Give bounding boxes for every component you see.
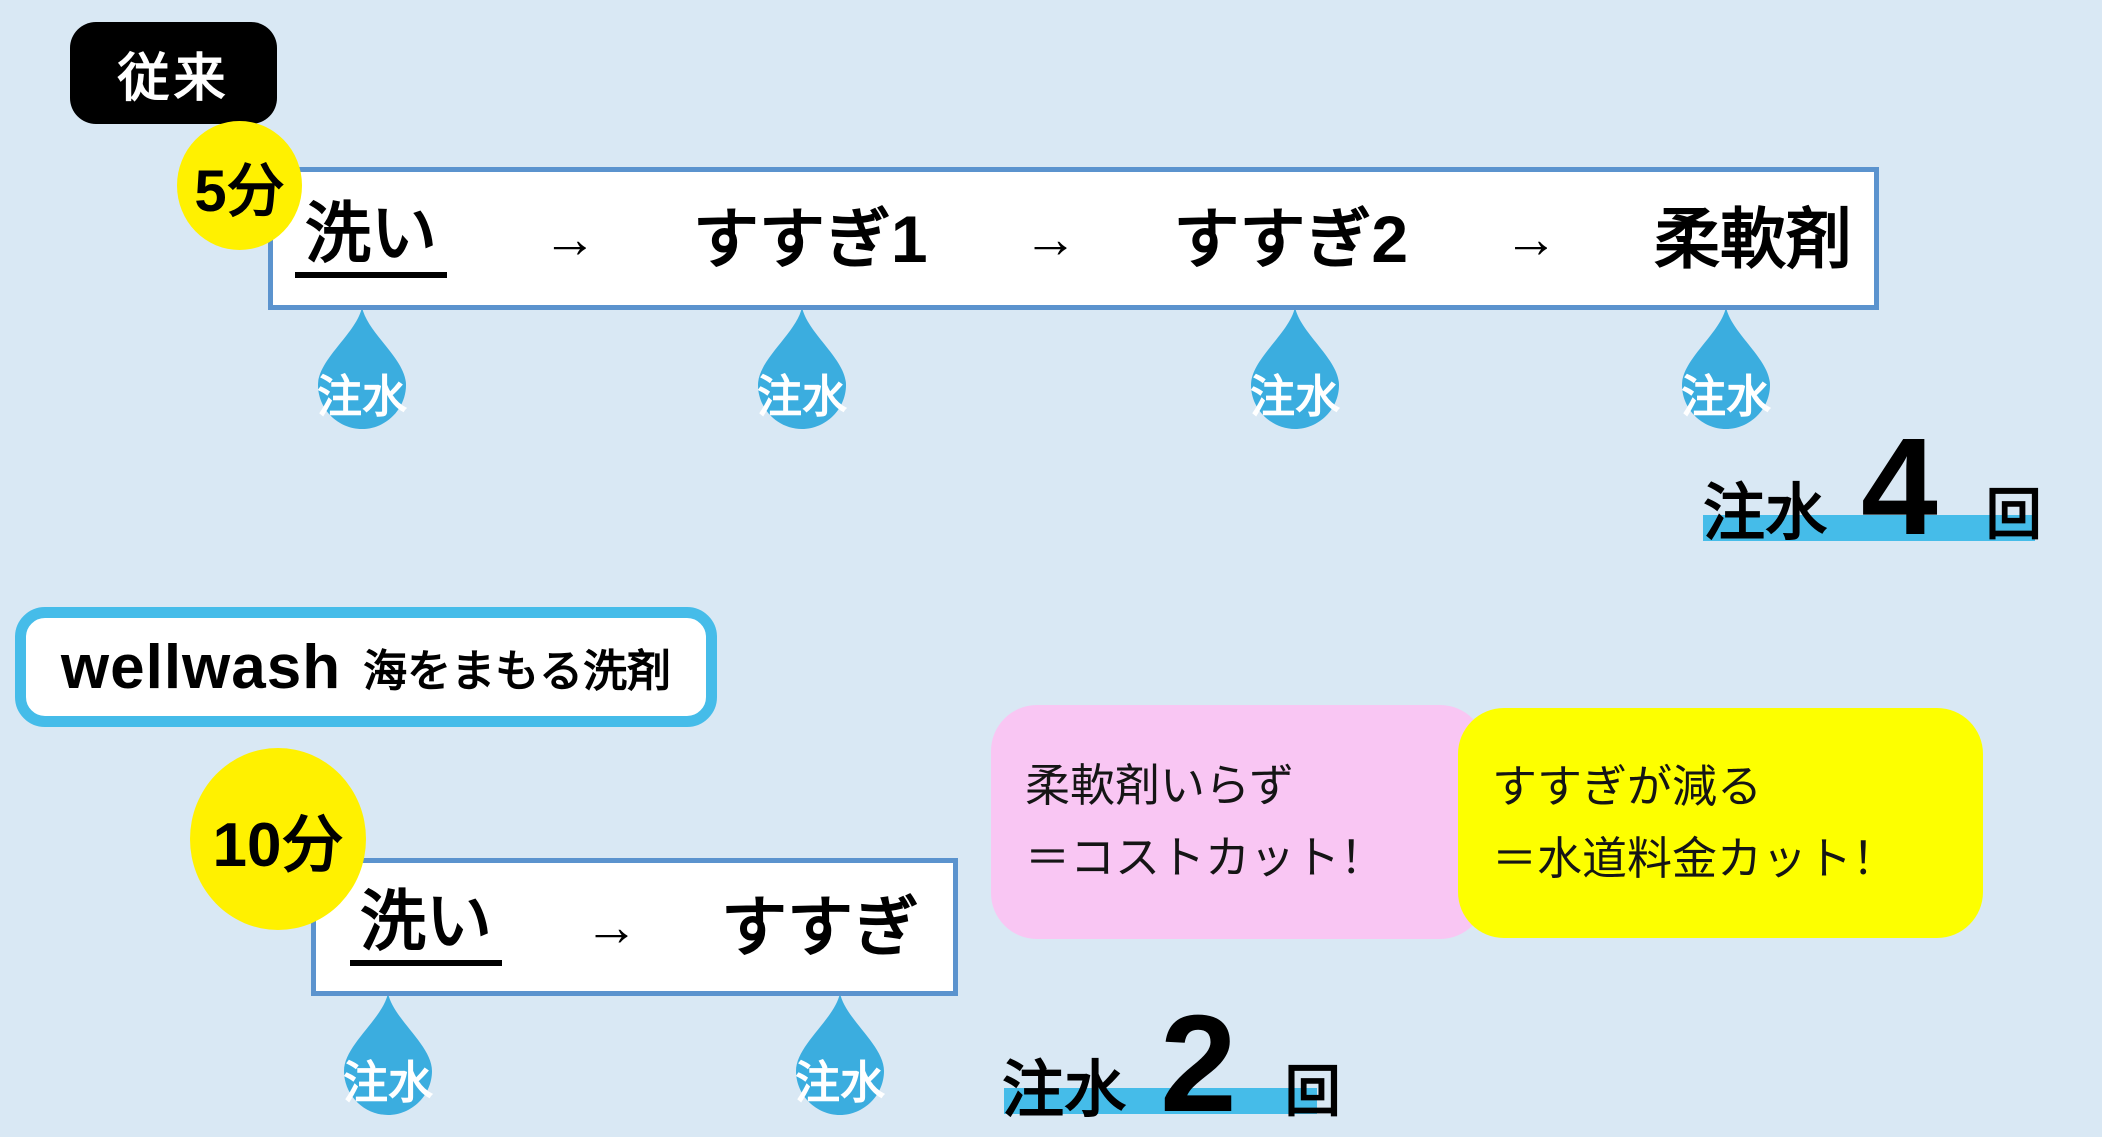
- water-drop: 注水: [316, 307, 408, 429]
- step-rinse-2: すすぎ2: [1173, 201, 1409, 276]
- step-wash: 洗い: [295, 200, 447, 278]
- water-drop-label: 注水: [342, 1057, 434, 1108]
- note-line: 柔軟剤いらず: [1025, 760, 1295, 811]
- step-rinse: すすぎ: [721, 890, 919, 964]
- conventional-process-box: 洗い → すすぎ1 → すすぎ2 → 柔軟剤: [268, 167, 1879, 310]
- arrow-icon: →: [1023, 208, 1078, 269]
- water-drop-icon: [758, 307, 846, 429]
- arrow-icon: →: [584, 897, 639, 957]
- wellwash-duration-badge: 10分: [190, 748, 366, 930]
- water-drop-label: 注水: [1680, 371, 1772, 422]
- brand-tagline: 海をまもる洗剤: [363, 647, 672, 696]
- wellwash-brand-badge: wellwash 海をまもる洗剤: [15, 607, 717, 727]
- water-drop: 注水: [342, 993, 434, 1115]
- brand-name: wellwash: [60, 632, 342, 702]
- water-drop-label: 注水: [794, 1057, 886, 1108]
- count-prefix: 注水: [1002, 1056, 1127, 1125]
- water-count-conventional: 注水 4 回: [1703, 418, 2042, 556]
- water-drop-icon: [344, 993, 432, 1115]
- water-drop-icon: [1682, 307, 1770, 429]
- note-line: すすぎが減る: [1492, 761, 1763, 812]
- note-line: ＝コストカット！: [1025, 832, 1386, 883]
- count-number: 4: [1861, 410, 1938, 564]
- water-drop-icon: [1251, 307, 1339, 429]
- water-drop-label: 注水: [1249, 371, 1341, 422]
- arrow-icon: →: [1504, 208, 1559, 269]
- count-unit: 回: [1985, 483, 2042, 546]
- count-highlight-bar: [1004, 1088, 1317, 1114]
- step-rinse-1: すすぎ1: [692, 201, 928, 276]
- water-drop-label: 注水: [756, 371, 848, 422]
- water-drop: 注水: [794, 993, 886, 1115]
- wellwash-process-box: 洗い → すすぎ: [311, 858, 958, 996]
- water-drop: 注水: [756, 307, 848, 429]
- water-drop-label: 注水: [316, 371, 408, 422]
- count-unit: 回: [1284, 1060, 1341, 1123]
- water-drop-icon: [796, 993, 884, 1115]
- note-water-bill-cut: すすぎが減る ＝水道料金カット！: [1458, 708, 1983, 938]
- conventional-label-badge: 従来: [70, 22, 277, 124]
- arrow-icon: →: [542, 208, 597, 269]
- count-number: 2: [1160, 987, 1237, 1137]
- step-softener: 柔軟剤: [1653, 201, 1852, 276]
- note-cost-cut: 柔軟剤いらず ＝コストカット！: [991, 705, 1486, 939]
- water-drop: 注水: [1680, 307, 1772, 429]
- count-highlight-bar: [1703, 515, 2035, 541]
- step-wash: 洗い: [350, 888, 502, 966]
- water-drop: 注水: [1249, 307, 1341, 429]
- count-prefix: 注水: [1703, 479, 1828, 548]
- water-count-wellwash: 注水 2 回: [1002, 995, 1341, 1133]
- water-drop-icon: [318, 307, 406, 429]
- conventional-duration-badge: 5分: [177, 121, 302, 250]
- note-line: ＝水道料金カット！: [1492, 833, 1898, 884]
